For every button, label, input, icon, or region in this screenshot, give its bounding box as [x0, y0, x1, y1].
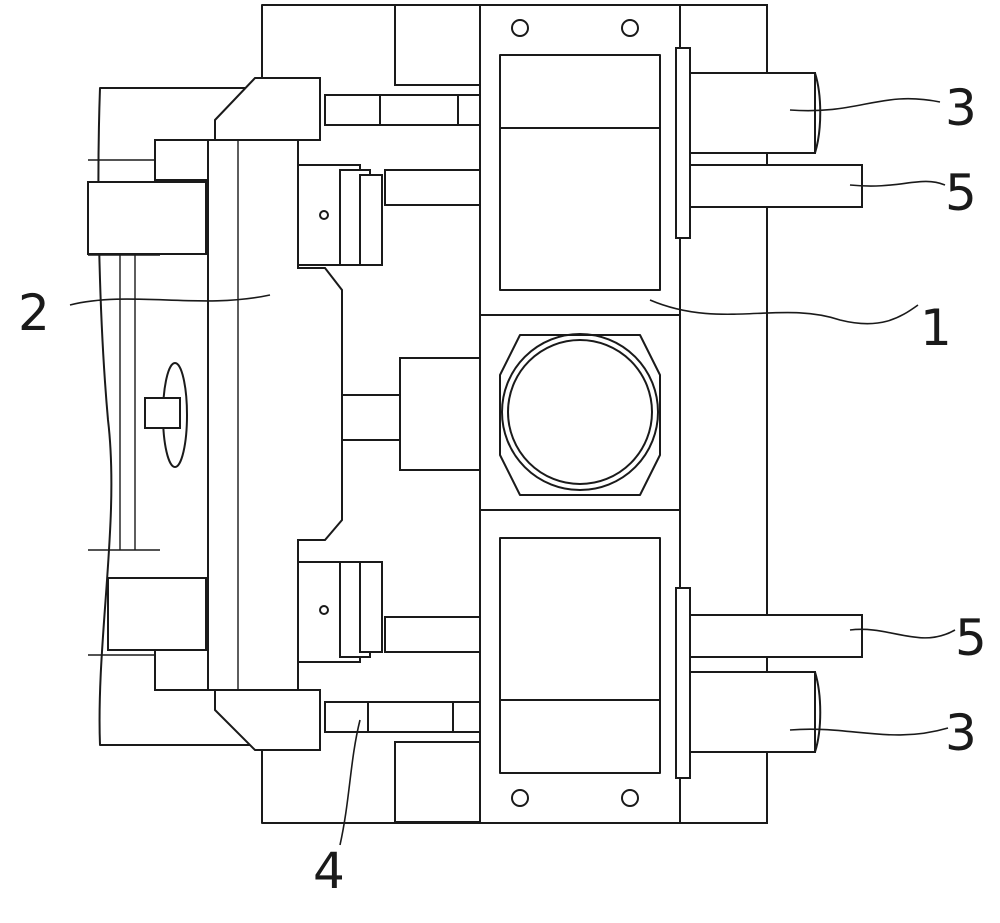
upper-clamp [298, 165, 382, 265]
label-part-3-top: 3 [945, 79, 977, 137]
label-part-5-top: 5 [945, 164, 977, 222]
main-frame [480, 5, 680, 823]
cylinder-3-bottom [690, 672, 820, 752]
cylinder-3-top [690, 73, 820, 153]
lower-clamp [298, 562, 382, 662]
label-part-3-bottom: 3 [945, 704, 977, 762]
label-part-2: 2 [18, 284, 50, 342]
rod-5-bottom [690, 615, 862, 657]
label-part-5-bottom: 5 [955, 609, 987, 667]
label-part-1: 1 [920, 299, 952, 357]
central-piston [342, 358, 480, 470]
label-part-4: 4 [313, 842, 345, 900]
locating-pin [145, 363, 187, 467]
rod-5-top [690, 165, 862, 207]
